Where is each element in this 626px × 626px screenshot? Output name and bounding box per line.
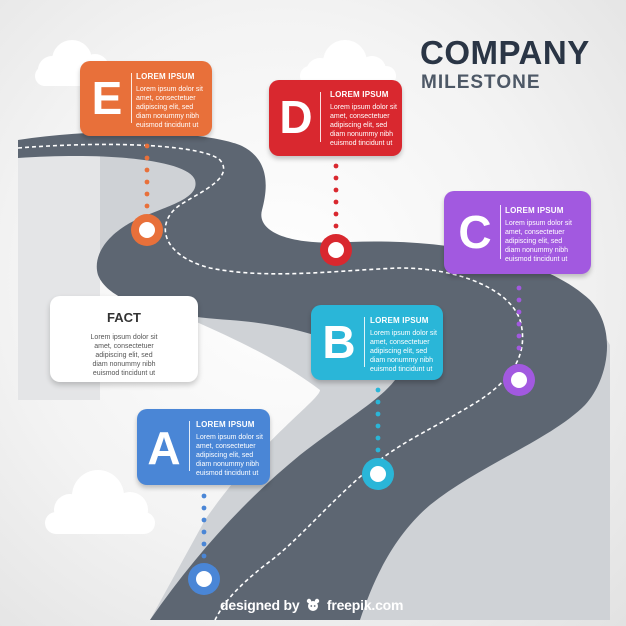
milestone-letter-a: A	[147, 422, 181, 474]
credit-brand: freepik.com	[326, 597, 404, 613]
milestone-letter-d: D	[279, 91, 313, 143]
page-subtitle: MILESTONE	[421, 72, 541, 93]
cloud-bottom-left	[45, 470, 155, 534]
milestone-d-marker[interactable]	[320, 234, 352, 266]
road-center-line	[17, 143, 524, 621]
card-divider	[364, 317, 365, 367]
connector-c	[516, 285, 522, 351]
card-divider	[131, 73, 132, 123]
cloud-top-center	[300, 40, 396, 86]
designer-credit[interactable]: designed by freepik.com	[220, 597, 403, 613]
connector-a	[201, 493, 207, 559]
card-divider	[320, 92, 321, 142]
milestone-letter-b: B	[322, 316, 356, 368]
credit-prefix: designed by	[220, 597, 300, 613]
connector-e	[144, 143, 150, 209]
milestone-heading-a: LOREM IPSUM	[196, 420, 255, 429]
freepik-logo-icon	[306, 598, 320, 611]
milestone-heading-d: LOREM IPSUM	[330, 90, 389, 99]
milestone-heading-b: LOREM IPSUM	[370, 316, 429, 325]
milestone-b-marker[interactable]	[362, 458, 394, 490]
milestone-letter-e: E	[91, 72, 123, 124]
page-title: COMPANY	[420, 34, 590, 71]
fact-heading: FACT	[107, 310, 141, 325]
connector-d	[333, 163, 339, 229]
milestone-e-marker[interactable]	[131, 214, 163, 246]
milestone-a-marker[interactable]	[188, 563, 220, 595]
milestone-heading-c: LOREM IPSUM	[505, 206, 564, 215]
milestone-c-marker[interactable]	[503, 364, 535, 396]
milestone-letter-c: C	[458, 206, 492, 258]
card-divider	[500, 205, 501, 259]
connector-b	[375, 387, 381, 453]
card-divider	[189, 421, 190, 471]
milestone-heading-e: LOREM IPSUM	[136, 72, 195, 81]
